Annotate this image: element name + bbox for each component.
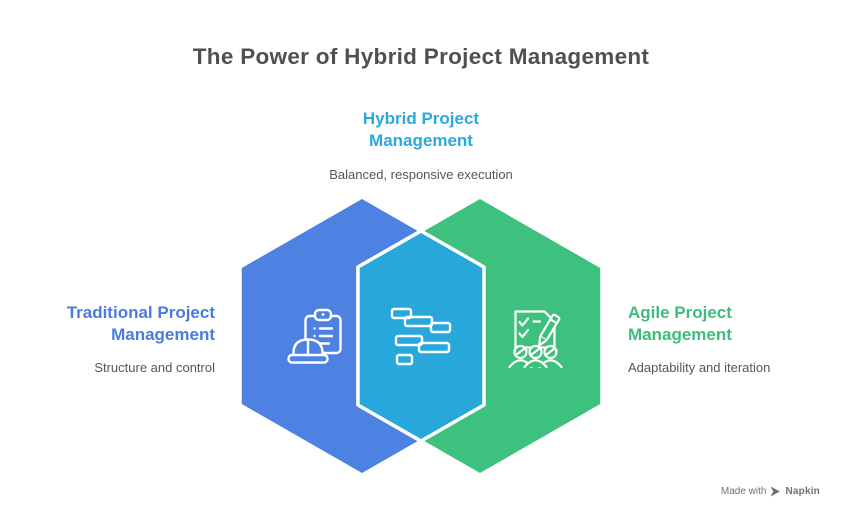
- napkin-brand-label: Napkin: [785, 486, 820, 497]
- napkin-logo-icon: [770, 486, 781, 497]
- agile-section-heading: Agile Project Management: [628, 303, 732, 344]
- made-with-label: Made with: [720, 486, 767, 497]
- hybrid-section-subtitle: Balanced, responsive execution: [329, 167, 513, 182]
- team-checklist-icon: [508, 310, 563, 369]
- traditional-section-heading: Traditional Project Management: [66, 303, 215, 344]
- hardhat-clipboard-icon: [287, 308, 342, 364]
- made-with-napkin-badge[interactable]: Made with Napkin: [721, 486, 820, 497]
- agile-section-subtitle: Adaptability and iteration: [628, 360, 771, 375]
- gantt-chart-icon: [390, 307, 452, 366]
- hybrid-section-heading: Hybrid Project Management: [362, 109, 480, 150]
- traditional-section-subtitle: Structure and control: [94, 360, 215, 375]
- page-title: The Power of Hybrid Project Management: [192, 44, 650, 69]
